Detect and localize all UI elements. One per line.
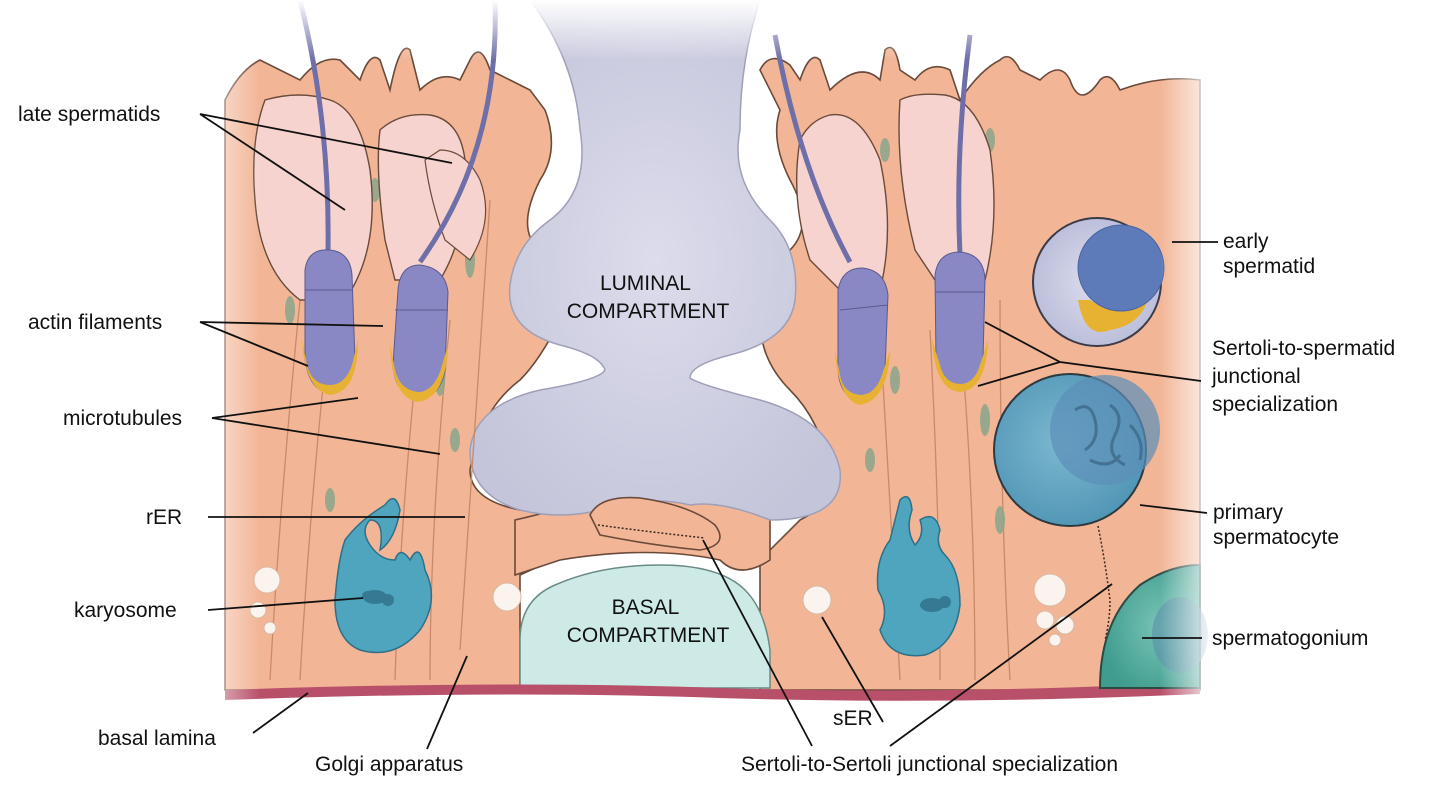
leader-lines [199, 113, 1218, 750]
fade-top [180, 0, 1220, 60]
label-primary-spermatocyte: primary spermatocyte [1213, 501, 1339, 549]
spermatid-head [304, 249, 356, 393]
fade-right [1160, 0, 1220, 720]
primary-spermatocyte-nucleus [1050, 375, 1160, 485]
flagellum [956, 34, 973, 256]
label-late-spermatids: late spermatids [18, 103, 160, 126]
basal-label-line1: BASAL [612, 596, 679, 619]
leader-microtubules [211, 397, 441, 455]
label-microtubules: microtubules [63, 407, 182, 430]
leader-sertoli-spermatid [977, 321, 1202, 387]
label-actin-filaments: actin filaments [28, 311, 162, 334]
leader-sertoli-sertoli-2 [889, 583, 1113, 747]
lipid-droplets [249, 566, 1075, 647]
mask-left [0, 0, 180, 791]
late-spermatid-3 [772, 34, 890, 405]
label-golgi-apparatus: Golgi apparatus [315, 753, 463, 776]
spermatid-head [934, 251, 986, 389]
label-spermatogonium: spermatogonium [1212, 627, 1368, 650]
mask-bottom [180, 708, 1220, 791]
basal-compartment-label: BASAL COMPARTMENT [567, 596, 730, 647]
label-ser: sER [833, 707, 873, 730]
late-spermatid-1 [253, 0, 373, 395]
flagellum [772, 34, 853, 264]
fade-left [180, 0, 260, 720]
sertoli-junction-vertical [1097, 525, 1111, 641]
acrosome [932, 340, 988, 392]
karyosome [920, 596, 951, 612]
acrosome [390, 345, 448, 402]
sertoli-nucleus-right [876, 495, 961, 657]
label-early-spermatid: early spermatid [1223, 230, 1315, 278]
early-spermatid-acrosome [1078, 300, 1148, 332]
sertoli-junction-tongue [589, 496, 721, 551]
leader-basal-lamina [252, 692, 309, 734]
mask-right [1220, 0, 1440, 791]
leader-ser [821, 616, 884, 723]
basal-compartment [519, 564, 771, 689]
karyosome [362, 590, 394, 606]
basal-label-line2: COMPARTMENT [567, 624, 730, 647]
early-spermatid-nucleus [1077, 224, 1165, 312]
luminal-label-line1: LUMINAL [600, 272, 690, 295]
basal-lamina [225, 682, 1200, 701]
label-karyosome: karyosome [74, 599, 177, 622]
leader-late-spermatids [199, 113, 453, 211]
late-spermatid-2 [377, 0, 498, 402]
label-sertoli-sertoli-junction: Sertoli-to-Sertoli junctional specializa… [741, 753, 1118, 776]
early-spermatid [1032, 217, 1165, 347]
leader-sertoli-sertoli-1 [702, 539, 813, 747]
leader-karyosome [207, 597, 364, 611]
acrosome [835, 350, 890, 405]
primary-spermatocyte [993, 373, 1160, 527]
acrosome [302, 340, 358, 395]
label-basal-lamina: basal lamina [98, 727, 216, 750]
leader-primary-spermatocyte [1139, 504, 1208, 514]
leader-golgi [426, 655, 468, 750]
luminal-compartment-label: LUMINAL COMPARTMENT [567, 272, 730, 323]
label-sertoli-spermatid-junction: Sertoli-to-spermatid junctional speciali… [1211, 337, 1401, 416]
sertoli-sertoli-junction-line [597, 524, 706, 539]
leader-actin-filaments [199, 321, 384, 367]
label-rer: rER [146, 506, 182, 529]
late-spermatid-4 [898, 34, 995, 392]
luminal-label-line2: COMPARTMENT [567, 300, 730, 323]
